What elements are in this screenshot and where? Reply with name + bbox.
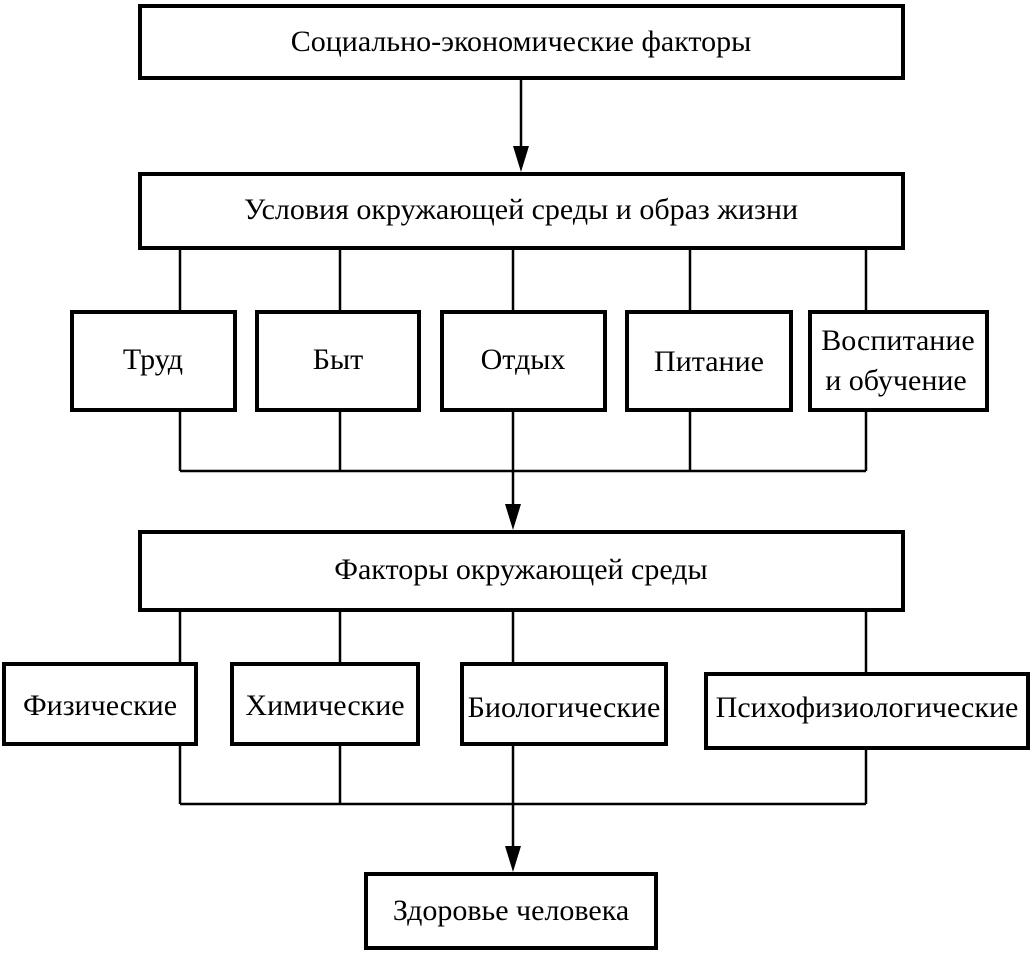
node-chemical-label: Химические: [245, 689, 404, 722]
node-rest-label: Отдых: [481, 343, 566, 376]
node-physical-label: Физические: [23, 689, 177, 722]
node-upbringing-label-line2: и обучение: [825, 364, 967, 397]
node-nutrition-label: Питание: [654, 345, 764, 378]
node-environment-conditions: Условия окружающей среды и образ жизни: [138, 172, 905, 250]
node-rest: Отдых: [440, 310, 607, 412]
node-psychophysiological-label: Психофизиологические: [716, 691, 1019, 724]
node-nutrition: Питание: [625, 310, 793, 412]
connectors-lifestyle-collector: [178, 410, 868, 473]
node-work-label: Труд: [123, 343, 183, 376]
node-human-health: Здоровье человека: [364, 872, 658, 950]
connectors-factor-types-collector: [178, 744, 868, 806]
node-physical: Физические: [2, 662, 198, 746]
node-socioeconomic-label: Социально-экономические факторы: [291, 25, 752, 58]
node-upbringing-label-line1: Воспитание: [821, 324, 974, 357]
connectors-conditions-to-lifestyle: [178, 248, 868, 312]
node-socioeconomic-factors: Социально-экономические факторы: [138, 4, 905, 80]
node-work: Труд: [70, 310, 237, 412]
node-psychophysiological: Психофизиологические: [704, 672, 1030, 750]
node-environment-factors: Факторы окружающей среды: [138, 530, 905, 612]
node-daily-life-label: Быт: [313, 343, 364, 376]
node-biological-label: Биологические: [468, 691, 661, 724]
node-daily-life: Быт: [255, 310, 421, 412]
node-biological: Биологические: [460, 662, 668, 746]
arrow-to-environment-factors: [505, 471, 521, 530]
node-chemical: Химические: [230, 662, 420, 746]
node-env-factors-label: Факторы окружающей среды: [334, 553, 707, 586]
node-upbringing: Воспитание и обучение: [808, 310, 989, 412]
node-health-label: Здоровье человека: [393, 894, 629, 927]
arrow-to-conditions: [513, 78, 529, 172]
arrow-to-health: [505, 804, 521, 872]
node-conditions-label: Условия окружающей среды и образ жизни: [244, 193, 798, 226]
connectors-environment-to-factor-types: [178, 610, 868, 674]
